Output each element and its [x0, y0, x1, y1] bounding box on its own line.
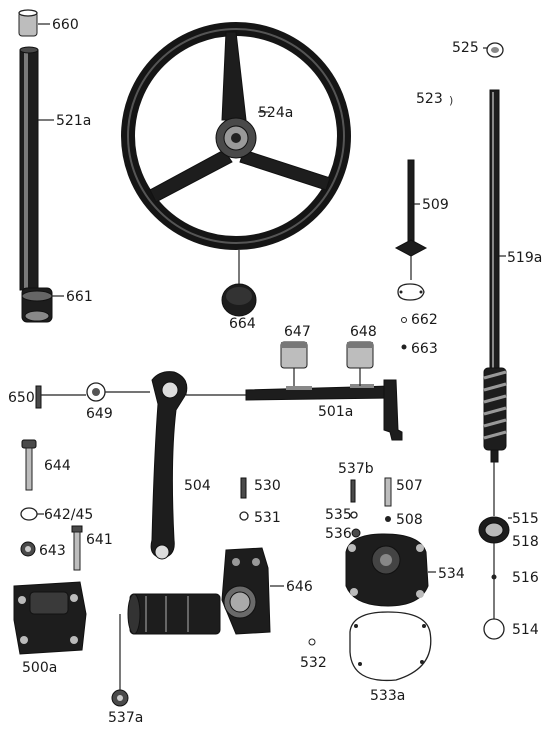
label-642-45: 642/45 — [44, 507, 93, 523]
label-664: 664 — [229, 316, 256, 332]
part-649-washer — [86, 382, 106, 402]
part-514-ring — [483, 618, 505, 640]
label-535: 535 — [325, 507, 352, 523]
part-530-bolt — [240, 477, 247, 499]
label-509: 509 — [422, 197, 449, 213]
part-524a-steering-wheel — [121, 22, 351, 250]
label-649: 649 — [86, 406, 113, 422]
label-500a: 500a — [22, 660, 57, 676]
label-504: 504 — [184, 478, 211, 494]
part-641-bolt — [71, 525, 83, 571]
label-537a: 537a — [108, 710, 143, 726]
part-646-steering-box-housing — [127, 547, 271, 635]
label-521a: 521a — [56, 113, 91, 129]
part-531-washer — [239, 511, 249, 521]
label-523: 523 — [416, 91, 443, 107]
part-644-bolt — [21, 439, 37, 491]
label-641: 641 — [86, 532, 113, 548]
part-664-horn-cap — [221, 283, 257, 317]
part-642-45-washer — [20, 507, 38, 521]
label-537b: 537b — [338, 461, 374, 477]
label-531: 531 — [254, 510, 281, 526]
part-662-washer — [401, 317, 407, 323]
part-533a-gasket — [349, 611, 432, 682]
part-516-ball — [491, 574, 497, 580]
label-663: 663 — [411, 341, 438, 357]
part-508-nut — [385, 516, 391, 522]
label-650: 650 — [8, 390, 35, 406]
label-518: 518 — [512, 534, 539, 550]
part-661-bushing — [21, 287, 53, 323]
part-500a-bracket — [13, 581, 87, 655]
part-647-bushing — [280, 341, 308, 369]
label-661: 661 — [66, 289, 93, 305]
label-515: 515 — [512, 511, 539, 527]
part-643-nut — [20, 541, 36, 557]
part-507-stud — [384, 477, 392, 507]
part-648-bushing — [346, 341, 374, 369]
part-536-nut — [351, 528, 361, 538]
label-519a: 519a — [507, 250, 542, 266]
part-501a-sector-shaft — [245, 379, 403, 441]
label-536: 536 — [325, 526, 352, 542]
label-643: 643 — [39, 543, 66, 559]
worm-gear — [483, 367, 507, 451]
part-663-nut — [401, 344, 407, 350]
part-537a-nut — [111, 689, 129, 707]
label-514: 514 — [512, 622, 539, 638]
part-519a-steering-shaft — [483, 89, 507, 463]
part-525-nut — [486, 42, 504, 58]
label-508: 508 — [396, 512, 423, 528]
label-534: 534 — [438, 566, 465, 582]
part-509-stud — [394, 159, 428, 257]
label-532: 532 — [300, 655, 327, 671]
label-644: 644 — [44, 458, 71, 474]
part-535-washer — [350, 511, 358, 519]
part-534-cover — [345, 533, 429, 607]
label-524a: 524a — [258, 105, 293, 121]
gasket-small — [397, 283, 425, 301]
label-533a: 533a — [370, 688, 405, 704]
label-646: 646 — [286, 579, 313, 595]
part-504-pitman-arm — [150, 371, 188, 560]
label-525: 525 — [452, 40, 479, 56]
part-515-518-bearing-seal — [478, 516, 510, 544]
part-650-bolt — [35, 385, 42, 409]
part-660-cap — [18, 9, 38, 37]
label-507: 507 — [396, 478, 423, 494]
label-660: 660 — [52, 17, 79, 33]
part-523-key: ) — [449, 94, 453, 107]
part-521a-steering-column — [19, 46, 39, 291]
part-537b-bolt — [350, 479, 356, 503]
label-516: 516 — [512, 570, 539, 586]
label-648: 648 — [350, 324, 377, 340]
label-501a: 501a — [318, 404, 353, 420]
label-662: 662 — [411, 312, 438, 328]
label-647: 647 — [284, 324, 311, 340]
part-532-washer — [308, 638, 316, 646]
label-530: 530 — [254, 478, 281, 494]
